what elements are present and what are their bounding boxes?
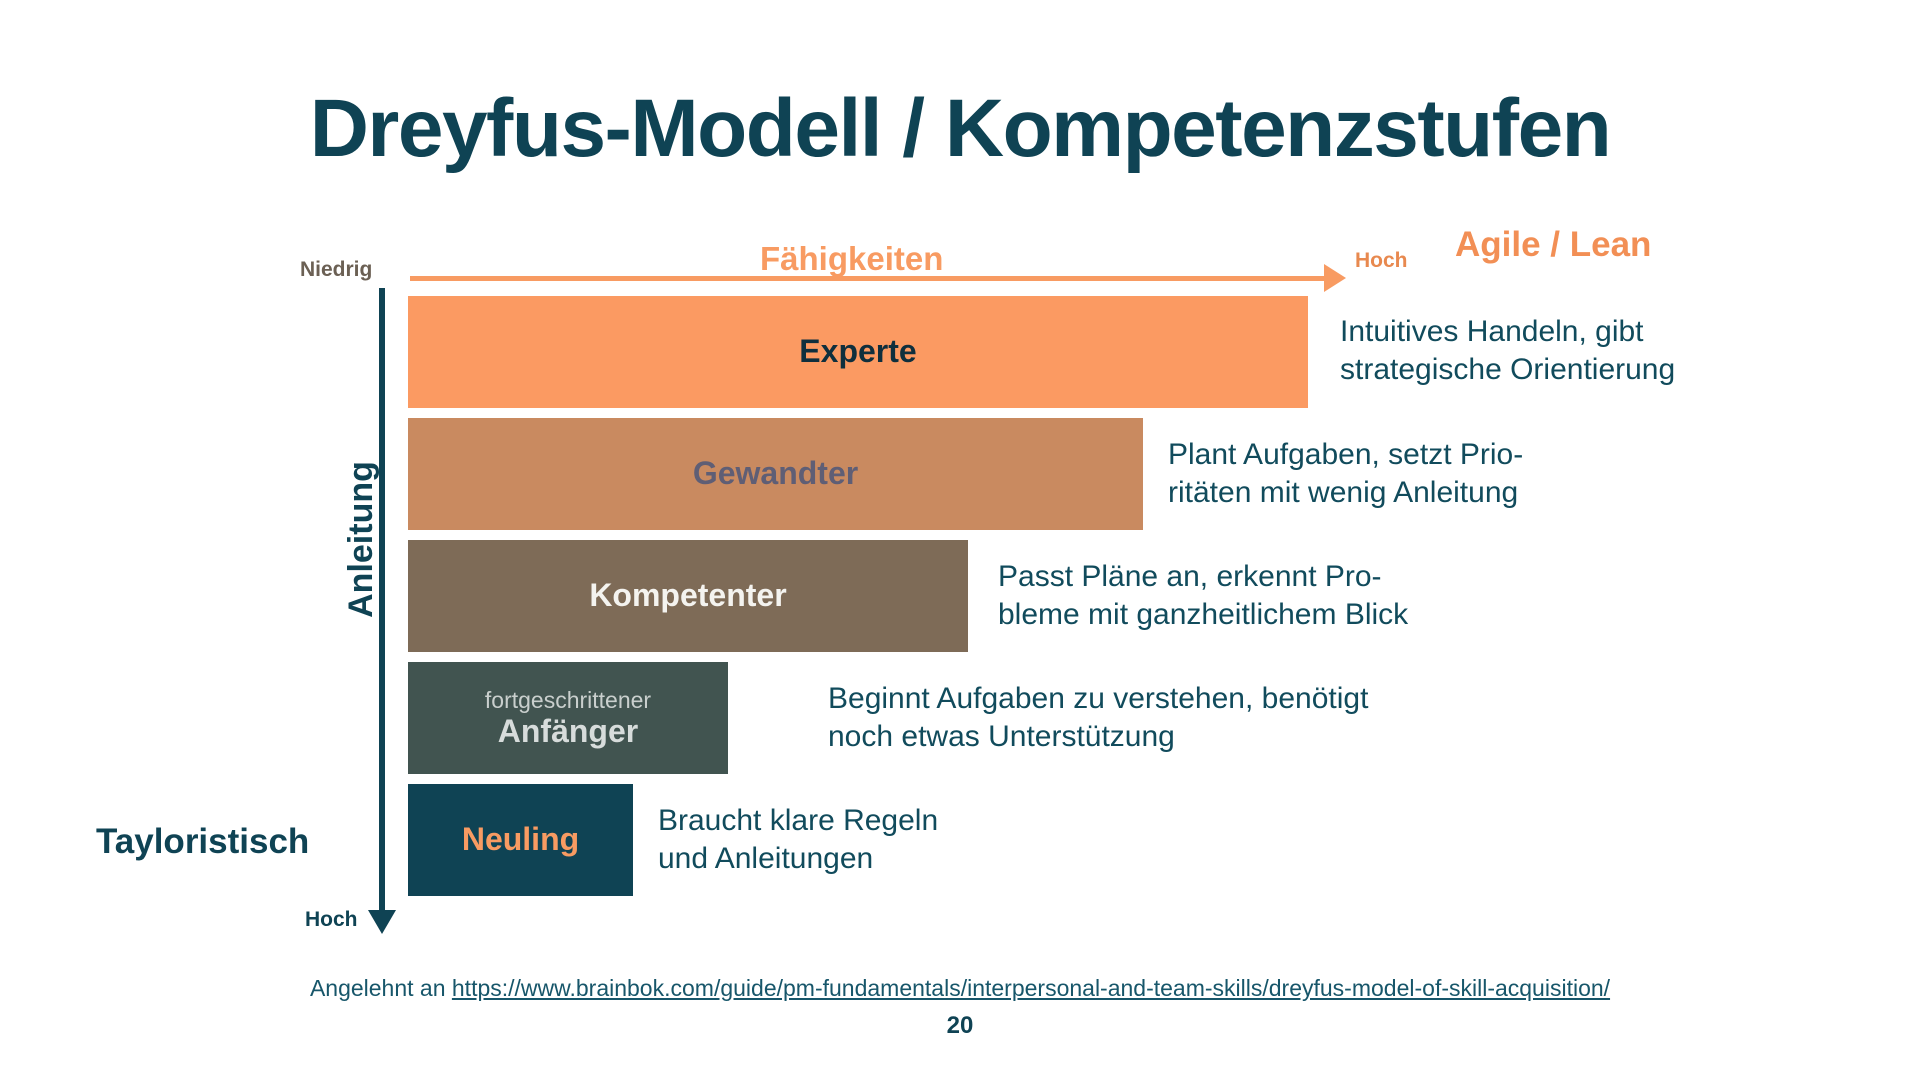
bar-kompetenter: Kompetenter	[408, 540, 968, 652]
bar-label-experte: Experte	[799, 333, 917, 370]
bar-label-anfaenger: Anfänger	[497, 713, 639, 749]
description-anfaenger: Beginnt Aufgaben zu verstehen, benötigt …	[828, 682, 1369, 754]
horizontal-axis-arrow-icon	[1324, 264, 1346, 292]
corner-label-agile-lean: Agile / Lean	[1455, 225, 1652, 264]
horizontal-axis-low-label: Niedrig	[300, 258, 373, 281]
vertical-axis-label: Anleitung	[341, 461, 380, 618]
bar-neuling: Neuling	[408, 784, 633, 896]
description-kompetenter: Passt Pläne an, erkennt Pro- bleme mit g…	[998, 560, 1409, 632]
bar-anfaenger: fortgeschrittener Anfänger	[408, 662, 728, 774]
horizontal-axis-label: Fähigkeiten	[760, 240, 944, 277]
description-experte: Intuitives Handeln, gibt strategische Or…	[1340, 315, 1676, 387]
bar-gewandter: Gewandter	[408, 418, 1143, 530]
vertical-axis-high-label: Hoch	[305, 908, 358, 931]
horizontal-axis-line	[410, 276, 1330, 281]
corner-label-tayloristisch: Tayloristisch	[96, 822, 310, 861]
bar-label-neuling: Neuling	[461, 821, 580, 858]
bar-label-kompetenter: Kompetenter	[589, 577, 787, 614]
page-title: Dreyfus-Modell / Kompetenzstufen	[309, 83, 1612, 174]
vertical-axis-line	[379, 288, 385, 916]
description-neuling: Braucht klare Regeln und Anleitungen	[658, 804, 939, 876]
footer-prefix: Angelehnt an	[309, 975, 452, 1001]
page-number: 20	[946, 1012, 974, 1039]
source-link[interactable]: https://www.brainbok.com/guide/pm-fundam…	[451, 975, 1611, 1001]
bar-sublabel-anfaenger: fortgeschrittener	[484, 687, 652, 714]
horizontal-axis-high-label: Hoch	[1355, 249, 1408, 272]
bar-label-gewandter: Gewandter	[692, 455, 859, 492]
description-gewandter: Plant Aufgaben, setzt Prio- ritäten mit …	[1168, 438, 1524, 510]
bar-experte: Experte	[408, 296, 1308, 408]
vertical-axis-arrow-icon	[368, 910, 396, 934]
footer-source: Angelehnt an https://www.brainbok.com/gu…	[0, 975, 1920, 1002]
